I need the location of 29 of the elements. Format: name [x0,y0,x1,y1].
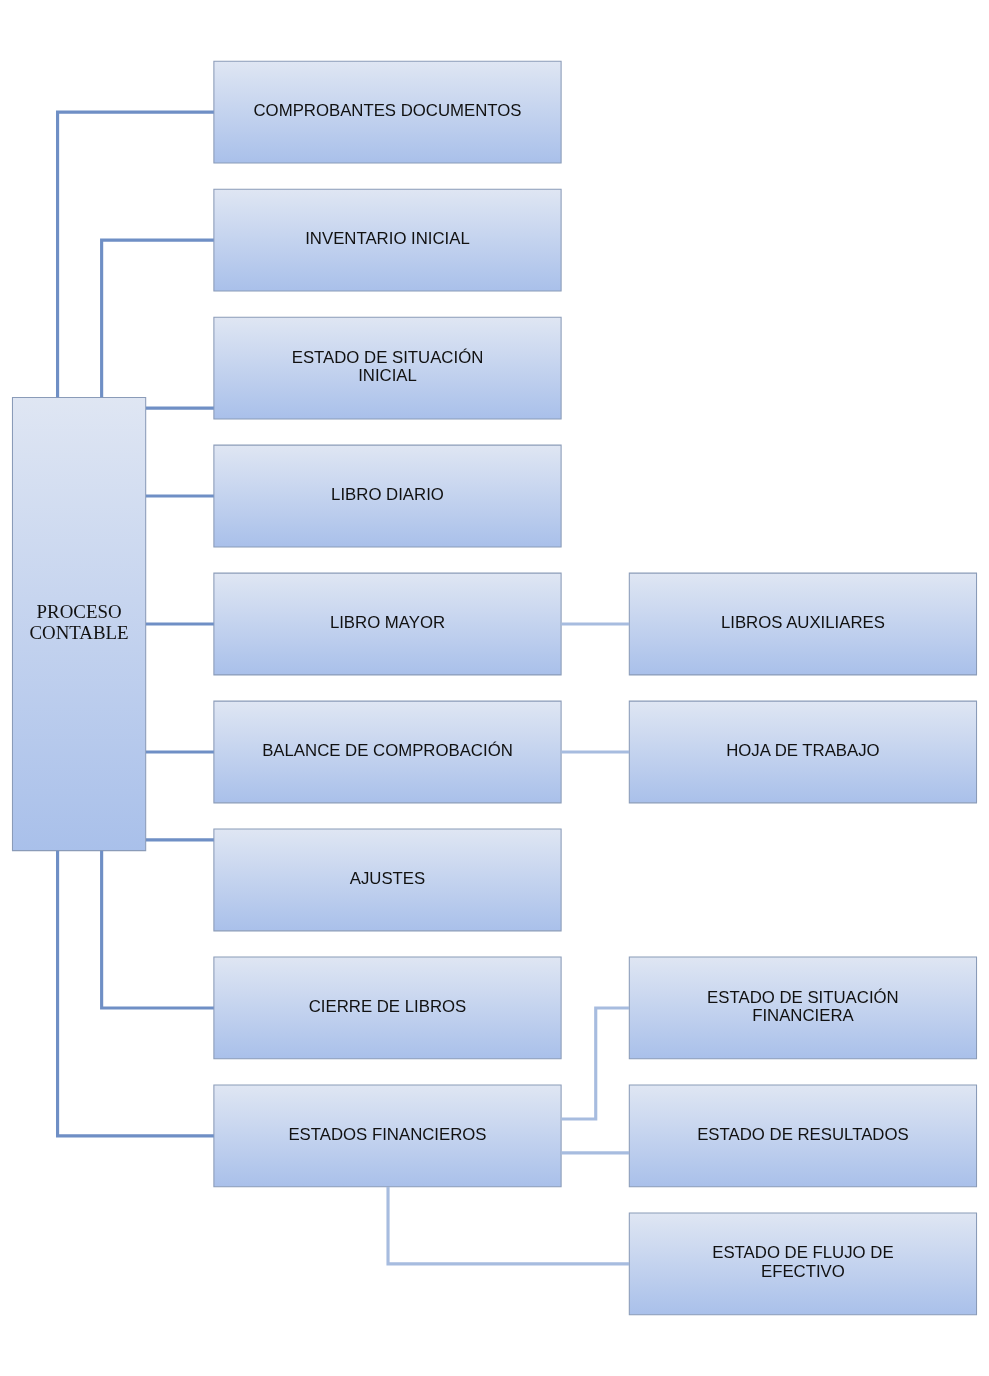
node-box: PROCESO CONTABLE [11,396,147,852]
node-box: INVENTARIO INICIAL [213,188,562,292]
connector [56,850,214,1138]
connector [56,110,214,398]
node-box: ESTADOS FINANCIEROS [213,1084,562,1188]
connector [146,494,214,498]
connector [561,1006,629,1121]
node-box: AJUSTES [213,828,562,932]
connector [146,406,214,410]
node-box: ESTADO DE SITUACIÓN INICIAL [213,316,562,420]
node-box: HOJA DE TRABAJO [628,700,978,804]
connector [386,1186,630,1266]
connector [561,622,630,626]
node-box: ESTADO DE RESULTADOS [628,1084,978,1188]
connector [146,622,214,626]
connector [561,750,630,754]
connector [146,750,214,754]
connector [146,838,214,842]
node-box: CIERRE DE LIBROS [213,956,562,1060]
connector [100,238,214,398]
node-box: ESTADO DE FLUJO DE EFECTIVO [628,1212,978,1316]
connector [561,1151,630,1155]
node-box: BALANCE DE COMPROBACIÓN [213,700,562,804]
node-box: LIBRO MAYOR [213,572,562,676]
node-box: LIBROS AUXILIARES [628,572,978,676]
node-box: LIBRO DIARIO [213,444,562,548]
connector [100,850,214,1010]
node-box: ESTADO DE SITUACIÓN FINANCIERA [628,956,978,1060]
node-box: COMPROBANTES DOCUMENTOS [213,60,562,164]
